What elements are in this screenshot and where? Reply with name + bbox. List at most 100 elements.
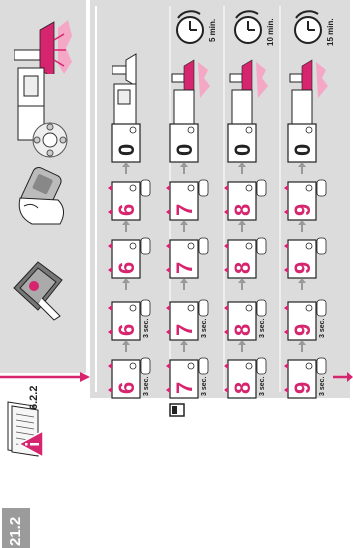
blink-mark [108, 243, 112, 273]
display-digit: 7 [172, 382, 197, 394]
hold-time-label: 3 sec. [143, 376, 150, 396]
hold-time-label: 3 sec. [319, 318, 326, 338]
clock-icon [294, 10, 322, 44]
program-icon [169, 403, 185, 417]
button-press-icon [198, 179, 209, 197]
button-press-icon [198, 357, 209, 375]
led-icon [129, 184, 137, 192]
section-number-tab: 21.2 [2, 508, 30, 548]
led-icon [187, 304, 195, 312]
display-digit: 8 [230, 324, 255, 336]
blink-mark [224, 363, 228, 393]
button-press-icon [256, 357, 267, 375]
remote-control-icon [32, 122, 68, 158]
lamp-icon [112, 53, 137, 87]
lamp-icon [171, 59, 210, 98]
blink-mark [108, 305, 112, 335]
step-arrow-head [180, 220, 188, 225]
lamp-icon [14, 20, 72, 74]
button-press-icon [140, 357, 151, 375]
display-digit: 6 [114, 382, 139, 394]
led-icon [187, 362, 195, 370]
blink-mark [224, 185, 228, 215]
button-press-icon [140, 299, 151, 317]
display-digit: 8 [230, 382, 255, 394]
led-icon [129, 362, 137, 370]
step-arrow-head [180, 162, 188, 167]
display-digit: 8 [230, 204, 255, 216]
timer-label-10: 10 min. [266, 18, 275, 46]
manual-reference: 6.2.2 [28, 385, 40, 410]
button-press-icon [316, 299, 327, 317]
led-icon [305, 184, 313, 192]
hold-time-label: 3 sec. [259, 318, 266, 338]
hold-time-label: 3 sec. [143, 318, 150, 338]
step-arrow-head [298, 340, 306, 345]
blink-mark [166, 363, 170, 393]
step-arrow-head [298, 278, 306, 283]
step-arrow-head [122, 162, 130, 167]
step-arrow-head [180, 340, 188, 345]
control-unit-icon [17, 67, 45, 141]
led-icon [187, 126, 195, 134]
step-arrow-head [238, 220, 246, 225]
arrow-icon [333, 372, 353, 382]
led-icon [245, 184, 253, 192]
led-icon [305, 304, 313, 312]
arrow-icon [0, 372, 90, 382]
button-press-icon [316, 179, 327, 197]
step-arrow-head [122, 340, 130, 345]
led-icon [129, 304, 137, 312]
led-icon [305, 242, 313, 250]
warning-triangle-icon [17, 429, 44, 459]
display-digit-zero: 0 [172, 144, 197, 156]
led-icon [187, 242, 195, 250]
clock-icon [176, 10, 204, 44]
timer-label-5: 5 min. [208, 18, 217, 42]
blink-mark [284, 243, 288, 273]
lamp-icon [289, 59, 328, 98]
column-dividers [95, 6, 281, 392]
led-icon [305, 126, 313, 134]
blink-mark [166, 185, 170, 215]
display-digit: 9 [290, 262, 315, 274]
blink-mark [166, 243, 170, 273]
step-arrow-head [122, 278, 130, 283]
blink-mark [166, 305, 170, 335]
step-arrow-head [298, 220, 306, 225]
button-press-icon [198, 237, 209, 255]
led-icon [245, 242, 253, 250]
led-icon [305, 362, 313, 370]
display-digit: 6 [114, 204, 139, 216]
control-panel-icon [13, 261, 63, 321]
display-digit-zero: 0 [290, 144, 315, 156]
hold-time-label: 3 sec. [201, 318, 208, 338]
hold-time-label: 3 sec. [201, 376, 208, 396]
blink-mark [224, 305, 228, 335]
lamp-icon [229, 59, 268, 98]
button-press-icon [316, 357, 327, 375]
led-icon [187, 184, 195, 192]
blink-mark [108, 185, 112, 215]
led-icon [245, 304, 253, 312]
display-digit: 9 [290, 382, 315, 394]
hand-icon [18, 167, 64, 225]
button-press-icon [140, 237, 151, 255]
display-digit: 7 [172, 204, 197, 216]
step-arrow-head [238, 278, 246, 283]
blink-mark [224, 243, 228, 273]
display-digit-zero: 0 [230, 144, 255, 156]
button-press-icon [256, 237, 267, 255]
blink-mark [108, 363, 112, 393]
blink-mark [284, 185, 288, 215]
display-digit: 9 [290, 324, 315, 336]
led-icon [245, 126, 253, 134]
display-digit: 6 [114, 262, 139, 274]
button-press-icon [140, 179, 151, 197]
display-digit: 9 [290, 204, 315, 216]
step-arrow-head [298, 162, 306, 167]
hold-time-label: 3 sec. [319, 376, 326, 396]
display-digit-zero: 0 [114, 144, 139, 156]
led-icon [129, 126, 137, 134]
